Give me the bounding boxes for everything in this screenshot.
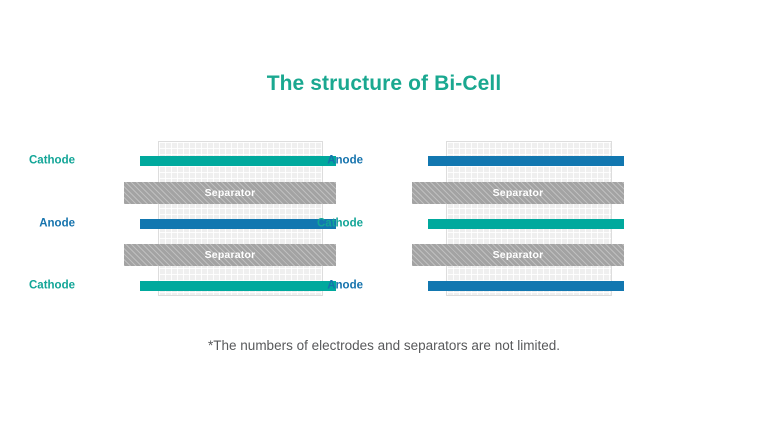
separator-label: Separator [492, 186, 544, 199]
layer-row: Separator [82, 244, 344, 266]
footnote-text: *The numbers of electrodes and separator… [208, 338, 560, 353]
layer-row: Cathode [29, 275, 344, 297]
cathode-bar [140, 281, 336, 291]
layer-row: Separator [370, 244, 632, 266]
layer-row: Separator [82, 182, 344, 204]
layer-row: Cathode [317, 213, 632, 235]
page-title: The structure of Bi-Cell [266, 72, 502, 95]
separator-bar: Separator [124, 182, 336, 204]
layer-label-cathode: Cathode [29, 279, 75, 292]
anode-bar [428, 156, 624, 166]
anode-bar [428, 281, 624, 291]
layer-row: Separator [370, 182, 632, 204]
separator-label: Separator [492, 248, 544, 261]
separator-bar: Separator [412, 182, 624, 204]
cathode-bar [140, 156, 336, 166]
layer-row: Anode [327, 275, 632, 297]
bicell-diagram-left: Cathode Separator Anode Separator Cathod… [29, 138, 344, 298]
layer-label-cathode: Cathode [29, 154, 75, 167]
cathode-bar [428, 219, 624, 229]
layer-row: Cathode [29, 150, 344, 172]
layer-label-anode: Anode [327, 154, 363, 167]
separator-label: Separator [204, 248, 256, 261]
layer-row: Anode [327, 150, 632, 172]
separator-label: Separator [204, 186, 256, 199]
anode-bar [140, 219, 336, 229]
separator-bar: Separator [412, 244, 624, 266]
separator-bar: Separator [124, 244, 336, 266]
layer-label-cathode: Cathode [317, 217, 363, 230]
layer-label-anode: Anode [327, 279, 363, 292]
cell-body-panel-right [446, 141, 612, 296]
layer-row: Anode [39, 213, 344, 235]
bicell-diagram-right: Anode Separator Cathode Separator Anode [317, 138, 632, 298]
layer-label-anode: Anode [39, 217, 75, 230]
cell-body-panel-left [158, 141, 323, 296]
